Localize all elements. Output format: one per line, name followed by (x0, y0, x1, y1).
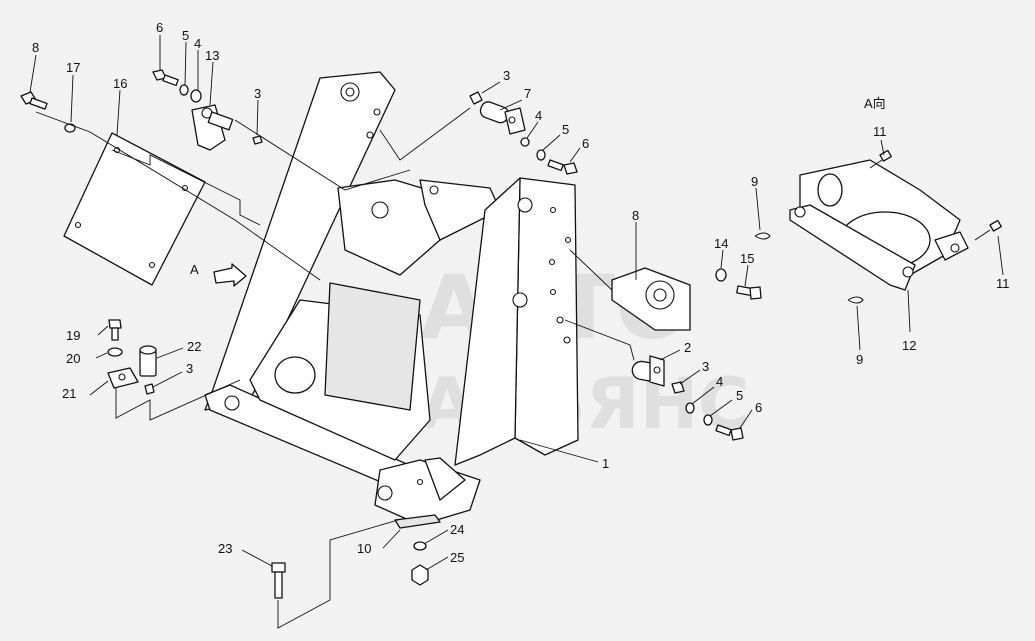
callout-23: 23 (218, 541, 232, 556)
leader-lines (29, 35, 1004, 629)
callout-21: 21 (62, 386, 76, 401)
callout-20: 20 (66, 351, 80, 366)
callout-6-top: 6 (156, 20, 163, 35)
bolt-6-right (715, 424, 744, 441)
callout-5-right: 5 (736, 388, 743, 403)
callout-3-upper: 3 (503, 68, 510, 83)
callout-3-left: 3 (186, 361, 193, 376)
arrow-label: A (190, 262, 199, 277)
washer-24 (413, 541, 427, 551)
washer-17 (64, 123, 76, 133)
callout-24: 24 (450, 522, 464, 537)
nut-25 (411, 564, 429, 586)
callout-1: 1 (602, 456, 609, 471)
view-a-assembly (789, 149, 1002, 291)
washer-4-right (685, 402, 695, 414)
cotter-pin-9-upper (754, 232, 771, 240)
callout-6-right: 6 (755, 400, 762, 415)
callout-4-right: 4 (716, 374, 723, 389)
pin-7 (469, 91, 526, 135)
callout-25: 25 (450, 550, 464, 565)
pin-2 (631, 355, 665, 387)
callout-5-upper: 5 (562, 122, 569, 137)
callout-15: 15 (740, 251, 754, 266)
washer-5-top (179, 84, 189, 96)
view-label: A向 (864, 96, 886, 111)
nut-3-right (671, 381, 685, 394)
washer-4-upper (520, 137, 530, 147)
callout-2: 2 (684, 340, 691, 355)
callout-6-upper: 6 (582, 136, 589, 151)
callout-7: 7 (524, 86, 531, 101)
washer-5-upper (536, 149, 546, 161)
bracket-8 (611, 267, 691, 331)
nut-3-top (252, 135, 263, 145)
bolt-8-top (20, 91, 48, 110)
callout-11-right: 11 (996, 276, 1010, 291)
washer-14 (715, 268, 727, 282)
cover-plate-16 (63, 132, 206, 286)
bolt-6-top (152, 69, 179, 87)
callout-4-upper: 4 (535, 108, 542, 123)
callout-8-right: 8 (632, 208, 639, 223)
bolt-6-upper (547, 159, 578, 175)
washer-20 (107, 347, 123, 357)
callout-14: 14 (714, 236, 728, 251)
callout-8-top: 8 (32, 40, 39, 55)
sleeve-22 (139, 345, 157, 377)
washer-4-top (190, 89, 202, 103)
callout-16: 16 (113, 76, 127, 91)
bracket-13 (191, 104, 234, 151)
callout-3-right: 3 (702, 359, 709, 374)
callout-10: 10 (357, 541, 371, 556)
callout-4-top: 4 (194, 36, 201, 51)
callout-22: 22 (187, 339, 201, 354)
callout-17: 17 (66, 60, 80, 75)
cotter-pin-9-lower (847, 296, 864, 304)
callout-19: 19 (66, 328, 80, 343)
callout-12: 12 (902, 338, 916, 353)
callout-13: 13 (205, 48, 219, 63)
callout-3-top: 3 (254, 86, 261, 101)
washer-5-right (703, 414, 713, 426)
callout-9-lower: 9 (856, 352, 863, 367)
main-frame-1 (204, 71, 579, 529)
bolt-15 (736, 285, 762, 300)
bolt-23 (271, 562, 286, 599)
pad-21 (107, 367, 139, 389)
callout-9-upper: 9 (751, 174, 758, 189)
callout-11-top: 11 (873, 124, 887, 139)
nut-3-left (144, 383, 155, 395)
callout-5-top: 5 (182, 28, 189, 43)
bolt-19 (108, 319, 122, 341)
view-direction-arrow (213, 263, 247, 287)
callout-labels: 8 17 16 6 5 4 13 3 3 7 4 5 6 11 9 8 14 1… (32, 20, 1010, 565)
